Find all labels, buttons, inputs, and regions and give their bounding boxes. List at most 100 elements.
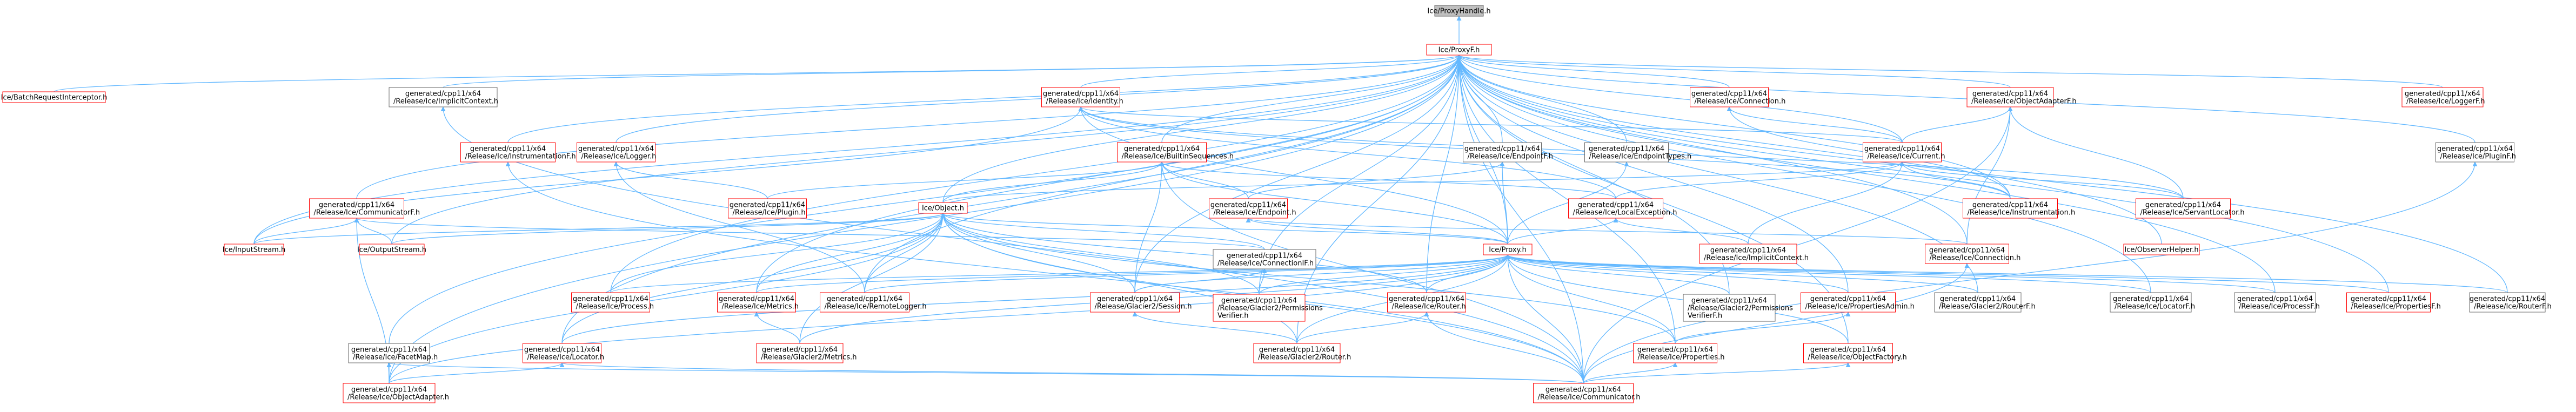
edge-proxyf-to-logger — [615, 55, 1462, 143]
edge-identity-to-inputstream — [253, 106, 1083, 245]
edge-proxyf-to-process — [610, 55, 1462, 293]
node-connectionh[interactable]: generated/cpp11/x64/Release/Ice/Connecti… — [1925, 244, 2021, 264]
node-objectadapter[interactable]: generated/cpp11/x64/Release/Ice/ObjectAd… — [343, 383, 449, 403]
edge-object-to-metrics — [756, 213, 946, 293]
node-box-objectfactory — [1803, 343, 1893, 363]
node-root: Ice/ProxyHandle.h — [1427, 5, 1491, 17]
edge-proxyf-to-properties — [1456, 55, 1676, 344]
node-connectionif[interactable]: generated/cpp11/x64/Release/Ice/Connecti… — [1213, 249, 1316, 269]
node-properties[interactable]: generated/cpp11/x64/Release/Ice/Properti… — [1633, 343, 1725, 363]
node-communicator[interactable]: generated/cpp11/x64/Release/Ice/Communic… — [1533, 383, 1641, 403]
node-label-root-line-0: Ice/ProxyHandle.h — [1427, 8, 1490, 16]
node-g2routerf[interactable]: generated/cpp11/x64/Release/Glacier2/Rou… — [1934, 292, 2036, 313]
node-box-objectadapter — [343, 383, 436, 403]
node-g2permf[interactable]: generated/cpp11/x64/Release/Glacier2/Per… — [1683, 294, 1793, 322]
edge-proxy-to-metrics — [756, 254, 1510, 293]
node-servantlocator[interactable]: generated/cpp11/x64/Release/Ice/ServantL… — [2136, 198, 2245, 219]
node-box-communicatorf — [309, 198, 404, 219]
node-box-propertiesf — [2346, 292, 2431, 313]
node-label-g2metrics-line-1: /Release/Glacier2/Metrics.h — [761, 354, 857, 362]
node-box-servantlocator — [2136, 198, 2231, 219]
node-box-root — [1434, 5, 1484, 17]
node-box-endpointtypes — [1584, 142, 1669, 163]
node-facetmap[interactable]: generated/cpp11/x64/Release/Ice/FacetMap… — [348, 343, 438, 363]
node-label-plugin-line-1: /Release/Ice/Plugin.h — [733, 209, 806, 217]
node-outputstream[interactable]: Ice/OutputStream.h — [357, 244, 426, 255]
edge-localexception-to-proxy — [1507, 218, 1618, 245]
node-box-g2routerf — [1934, 292, 2022, 313]
node-object[interactable]: Ice/Object.h — [918, 202, 968, 214]
node-box-pluginf — [2436, 142, 2514, 163]
node-endpoint[interactable]: generated/cpp11/x64/Release/Ice/Endpoint… — [1209, 198, 1296, 219]
edge-builtin-to-g2session — [1134, 161, 1165, 293]
node-proxy[interactable]: Ice/Proxy.h — [1483, 244, 1533, 255]
node-communicatorf[interactable]: generated/cpp11/x64/Release/Ice/Communic… — [309, 198, 420, 219]
node-routerf[interactable]: generated/cpp11/x64/Release/Ice/RouterF.… — [2469, 292, 2552, 313]
edge-proxy-to-objectfactory — [1505, 254, 1849, 344]
edge-object-to-router — [940, 213, 1427, 293]
node-label-g2session-line-0: generated/cpp11/x64 — [1097, 295, 1173, 303]
node-instrumentationf[interactable]: generated/cpp11/x64/Release/Ice/Instrume… — [460, 142, 576, 163]
node-g2metrics[interactable]: generated/cpp11/x64/Release/Glacier2/Met… — [756, 343, 857, 363]
node-propadmin[interactable]: generated/cpp11/x64/Release/Ice/Properti… — [1801, 292, 1915, 313]
edge-builtin-to-localexception — [1159, 161, 1616, 199]
node-label-logger-line-0: generated/cpp11/x64 — [578, 145, 654, 153]
edge-communicatorf-to-inputstream — [253, 218, 359, 245]
node-box-facetmap — [348, 343, 430, 363]
edge-objadapterf-to-current — [1902, 106, 2013, 143]
node-processf[interactable]: generated/cpp11/x64/Release/Ice/ProcessF… — [2234, 292, 2320, 313]
node-batch[interactable]: Ice/BatchRequestInterceptor.h — [1, 91, 108, 103]
node-observerhelper[interactable]: Ice/ObserverHelper.h — [2123, 244, 2200, 255]
node-process[interactable]: generated/cpp11/x64/Release/Ice/Process.… — [571, 292, 654, 313]
node-box-remotelogger — [820, 292, 909, 313]
node-g2router[interactable]: generated/cpp11/x64/Release/Glacier2/Rou… — [1253, 343, 1351, 363]
edge-proxyf-to-loggerf — [1456, 55, 2443, 88]
edge-locator-to-communicator — [560, 362, 1584, 384]
edge-endpoint-to-proxy — [1246, 218, 1508, 245]
node-label-routerf-line-0: generated/cpp11/x64 — [2470, 295, 2545, 303]
node-proxyf[interactable]: Ice/ProxyF.h — [1426, 44, 1492, 56]
edge-proxyf-to-communicator — [1456, 55, 1584, 384]
node-pluginf[interactable]: generated/cpp11/x64/Release/Ice/PluginF.… — [2436, 142, 2516, 163]
edge-proxy-to-objectadapter — [389, 254, 1510, 384]
node-layer: Ice/ProxyHandle.hIce/ProxyF.hIce/BatchRe… — [1, 5, 2552, 403]
node-plugin[interactable]: generated/cpp11/x64/Release/Ice/Plugin.h — [728, 198, 807, 219]
node-label-g2perm-line-2: Verifier.h — [1217, 312, 1249, 320]
node-metrics[interactable]: generated/cpp11/x64/Release/Ice/Metrics.… — [717, 292, 799, 313]
node-current[interactable]: generated/cpp11/x64/Release/Ice/Current.… — [1863, 142, 1945, 163]
node-logger[interactable]: generated/cpp11/x64/Release/Ice/Logger.h — [577, 142, 657, 163]
node-implicit[interactable]: generated/cpp11/x64/Release/Ice/Implicit… — [389, 87, 498, 107]
node-router[interactable]: generated/cpp11/x64/Release/Ice/Router.h — [1387, 292, 1466, 313]
edge-identity-to-current — [1078, 106, 1903, 143]
node-propertiesf[interactable]: generated/cpp11/x64/Release/Ice/Properti… — [2346, 292, 2441, 313]
node-connection[interactable]: generated/cpp11/x64/Release/Ice/Connecti… — [1690, 87, 1786, 107]
node-localexception[interactable]: generated/cpp11/x64/Release/Ice/LocalExc… — [1568, 198, 1677, 219]
node-builtin[interactable]: generated/cpp11/x64/Release/Ice/BuiltinS… — [1117, 142, 1234, 163]
node-instrumentation[interactable]: generated/cpp11/x64/Release/Ice/Instrume… — [1963, 198, 2076, 219]
node-objectfactory[interactable]: generated/cpp11/x64/Release/Ice/ObjectFa… — [1803, 343, 1907, 363]
node-box-endpointf — [1463, 142, 1542, 163]
node-label-communicatorf-line-1: /Release/Ice/CommunicatorF.h — [314, 209, 420, 217]
node-endpointtypes[interactable]: generated/cpp11/x64/Release/Ice/Endpoint… — [1584, 142, 1692, 163]
edge-identity-to-proxy — [1078, 106, 1508, 245]
node-inputstream[interactable]: Ice/InputStream.h — [223, 244, 285, 255]
node-g2session[interactable]: generated/cpp11/x64/Release/Glacier2/Ses… — [1090, 292, 1192, 313]
node-locator[interactable]: generated/cpp11/x64/Release/Ice/Locator.… — [523, 343, 605, 363]
edge-proxyf-to-endpointtypes — [1456, 55, 1627, 143]
node-box-g2perm — [1213, 294, 1306, 322]
node-box-inputstream — [224, 244, 284, 255]
node-box-connectionh — [1925, 244, 2009, 264]
edge-proxyf-to-builtin — [1161, 55, 1462, 143]
node-implicitcontext2[interactable]: generated/cpp11/x64/Release/Ice/Implicit… — [1699, 244, 1809, 264]
node-label-current-line-1: /Release/Ice/Current.h — [1868, 153, 1945, 161]
node-objadapterf[interactable]: generated/cpp11/x64/Release/Ice/ObjectAd… — [1966, 87, 2077, 107]
node-endpointf[interactable]: generated/cpp11/x64/Release/Ice/Endpoint… — [1463, 142, 1554, 163]
node-locatorf[interactable]: generated/cpp11/x64/Release/Ice/LocatorF… — [2110, 292, 2195, 313]
edge-proxyf-to-communicatorf — [356, 55, 1462, 199]
node-remotelogger[interactable]: generated/cpp11/x64/Release/Ice/RemoteLo… — [820, 292, 927, 313]
edge-proxyf-to-routerf — [1456, 55, 2508, 293]
node-identity[interactable]: generated/cpp11/x64/Release/Ice/Identity… — [1041, 87, 1123, 107]
node-loggerf[interactable]: generated/cpp11/x64/Release/Ice/LoggerF.… — [2401, 87, 2485, 107]
node-g2perm[interactable]: generated/cpp11/x64/Release/Glacier2/Per… — [1213, 294, 1323, 322]
node-box-locatorf — [2110, 292, 2192, 313]
